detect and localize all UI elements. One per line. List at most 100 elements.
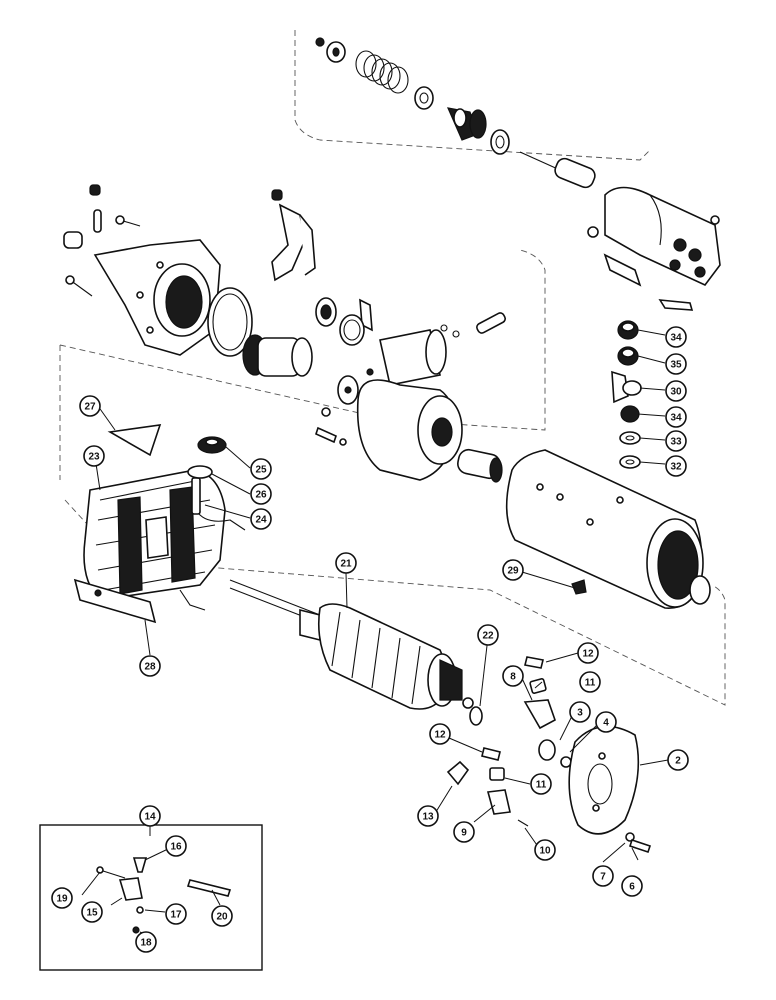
callout-23: 23 <box>83 445 105 467</box>
field-lead-wire-2 <box>179 589 206 611</box>
callout-6: 6 <box>621 875 643 897</box>
callout-28-label: 28 <box>144 662 156 673</box>
callout-32: 32 <box>665 455 687 477</box>
callout-21: 21 <box>335 552 357 574</box>
part-12-screw-upper <box>524 656 544 669</box>
callout-34-lower-label: 34 <box>670 413 682 424</box>
callout-3: 3 <box>569 701 591 723</box>
callout-30-label: 30 <box>670 387 682 398</box>
housing-lock-washer <box>321 407 331 417</box>
inset-brush-parts <box>96 857 232 934</box>
callout-14: 14 <box>139 805 161 827</box>
callout-13-label: 13 <box>422 812 434 823</box>
callout-19-label: 19 <box>56 894 68 905</box>
part-7-lock-washer <box>625 832 635 842</box>
part-22-thrust-washer <box>469 706 483 726</box>
callout-27: 27 <box>79 395 101 417</box>
callout-15-label: 15 <box>86 908 98 919</box>
solenoid-plunger-rod <box>519 151 596 189</box>
callout-2-label: 2 <box>675 756 681 767</box>
callout-11-lower: 11 <box>530 773 552 795</box>
part-17-washer <box>136 906 144 914</box>
solenoid-assembly <box>315 37 721 311</box>
part-20-brush-lead <box>186 879 232 897</box>
housing-bushing <box>63 231 83 249</box>
part-30-terminal-lug <box>611 370 629 404</box>
callout-16-label: 16 <box>170 842 182 853</box>
drive-small-nut <box>366 368 374 376</box>
callout-29: 29 <box>502 559 524 581</box>
part-15-brush-holder <box>118 877 143 901</box>
callout-14-label: 14 <box>144 812 156 823</box>
callout-33: 33 <box>665 430 687 452</box>
callout-12-lower: 12 <box>429 723 451 745</box>
field-coil-assembly <box>83 469 226 601</box>
solenoid-plunger-boot <box>446 107 487 141</box>
callout-9-label: 9 <box>461 828 467 839</box>
callout-32-label: 32 <box>670 462 682 473</box>
callout-17-label: 17 <box>170 910 182 921</box>
terminal-hardware-stack <box>611 320 642 469</box>
callout-34-lower: 34 <box>665 406 687 428</box>
callout-12-upper-label: 12 <box>582 649 594 660</box>
callout-26: 26 <box>250 483 272 505</box>
commutator-end-components <box>446 656 652 854</box>
callout-17: 17 <box>165 903 187 925</box>
callout-30: 30 <box>665 380 687 402</box>
housing-bolt <box>315 426 337 444</box>
callout-23-label: 23 <box>88 452 100 463</box>
callouts: 2 3 4 6 7 8 9 10 11 11 12 12 13 14 15 16… <box>51 326 689 953</box>
solenoid-switch <box>603 186 721 287</box>
callout-34-upper-label: 34 <box>670 333 682 344</box>
part-13-brush-spring <box>446 760 470 786</box>
drive-end-housing <box>93 239 221 356</box>
part-11-brush-lower <box>489 767 505 781</box>
drive-pinion <box>242 334 313 377</box>
part-29-terminal-screw <box>571 579 587 595</box>
callout-27-label: 27 <box>84 402 96 413</box>
part-18-nut <box>132 926 140 934</box>
drive-washer-center <box>344 386 352 394</box>
part-27-triangle-insulator <box>107 424 162 457</box>
callout-13: 13 <box>417 805 439 827</box>
callout-10-label: 10 <box>539 846 551 857</box>
shift-lever-group <box>271 189 316 282</box>
solenoid-washer-a <box>414 86 434 110</box>
part-26-washer <box>187 465 213 479</box>
part-34-lower <box>620 405 640 423</box>
callout-12-upper: 12 <box>577 642 599 664</box>
callout-15: 15 <box>81 901 103 923</box>
callout-6-label: 6 <box>629 882 635 893</box>
part-9-brush-arm <box>486 789 511 815</box>
callout-22: 22 <box>477 624 499 646</box>
part-28-field-pole-shoe <box>73 578 157 624</box>
callout-29-label: 29 <box>507 566 519 577</box>
callout-3-label: 3 <box>577 708 583 719</box>
callout-19: 19 <box>51 887 73 909</box>
callout-24-label: 24 <box>255 515 267 526</box>
callout-4-label: 4 <box>603 718 609 729</box>
intermediate-housing <box>356 329 463 481</box>
callout-25-label: 25 <box>255 465 267 476</box>
callout-20: 20 <box>211 905 233 927</box>
part-25-insulator <box>197 436 227 454</box>
plunger-spring <box>355 50 409 94</box>
drive-housing-group <box>63 184 506 483</box>
part-10-screw <box>517 819 529 827</box>
drive-housing-group-outline <box>59 249 546 480</box>
part-2-commutator-end-plate <box>568 725 640 835</box>
callout-35-label: 35 <box>670 360 682 371</box>
part-8-brush-holder <box>523 699 556 730</box>
callout-21-label: 21 <box>340 559 352 570</box>
part-3-bushing <box>538 739 556 761</box>
callout-24: 24 <box>250 508 272 530</box>
callout-33-label: 33 <box>670 437 682 448</box>
armature <box>229 579 474 710</box>
callout-12-lower-label: 12 <box>434 730 446 741</box>
callout-11-lower-label: 11 <box>536 780 547 791</box>
callout-11-upper: 11 <box>579 671 601 693</box>
solenoid-group-outline <box>294 30 651 161</box>
callout-7: 7 <box>592 865 614 887</box>
callout-9: 9 <box>453 821 475 843</box>
